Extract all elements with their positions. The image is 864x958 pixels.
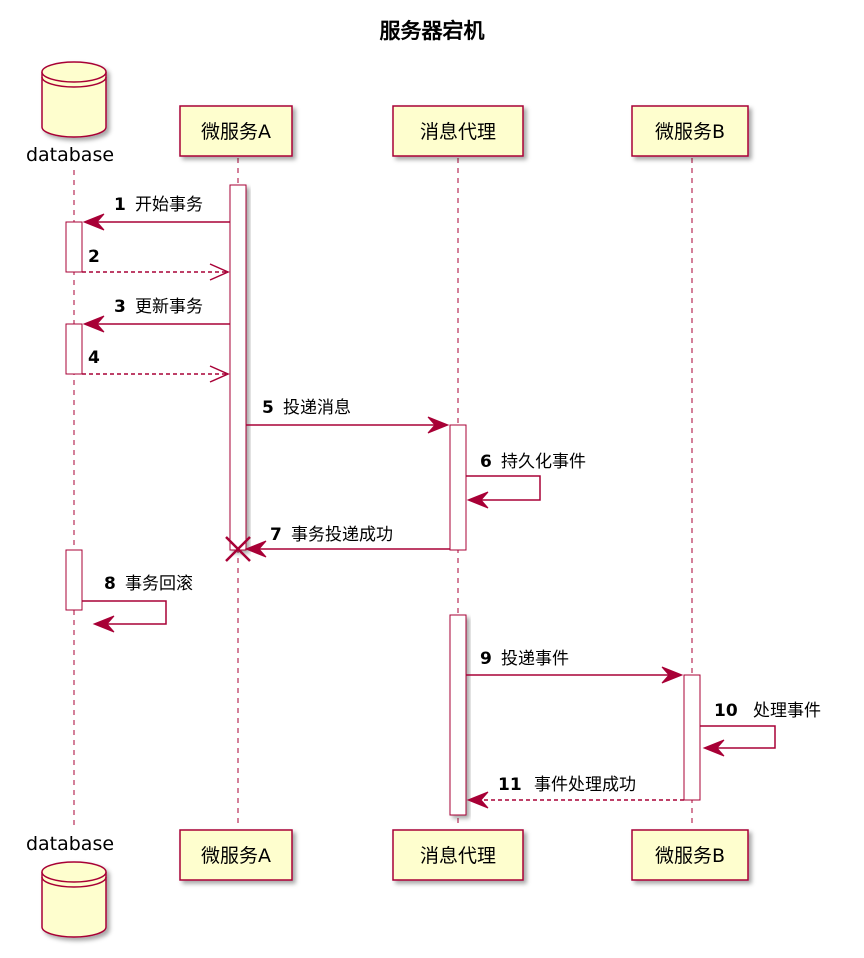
participant-service-a-top: 微服务A (179, 105, 293, 157)
arrow-head (427, 416, 450, 434)
participant-box (631, 105, 749, 157)
participant-service-a-bottom: 微服务A (179, 829, 293, 881)
message-number: 2 (88, 247, 100, 267)
message-number: 6 (480, 452, 492, 472)
message-number: 1 (114, 195, 126, 215)
arrow-head (466, 491, 489, 509)
database-icon (41, 861, 107, 938)
diagram-title: 服务器宕机 (380, 19, 485, 43)
message-4: 4 (82, 348, 230, 383)
message-number: 3 (114, 297, 126, 317)
participant-label-service-a-top: 微服务A (201, 121, 271, 143)
participant-label-message-broker-top: 消息代理 (420, 121, 496, 143)
database-icon (41, 61, 107, 138)
participant-box (392, 105, 524, 157)
arrow-head (702, 739, 725, 757)
arrow-head (244, 540, 267, 558)
activation-message-broker-1 (449, 424, 467, 551)
message-label: 投递事件 (501, 649, 569, 669)
participant-label-database-top: database (26, 144, 114, 166)
message-label: 事件处理成功 (534, 775, 636, 795)
message-11: 11 事件处理成功 (466, 775, 684, 809)
participant-box (179, 829, 293, 881)
message-line (466, 475, 541, 501)
message-line (82, 600, 167, 625)
participant-box (392, 829, 524, 881)
message-8: 8 事务回滚 (82, 574, 193, 633)
arrow-head (92, 615, 115, 633)
participant-database-top: database (26, 61, 114, 166)
participant-label-service-b-bottom: 微服务B (655, 845, 725, 867)
message-1: 1 开始事务 (82, 195, 230, 231)
participant-label-service-b-top: 微服务B (655, 121, 725, 143)
message-number: 10 (714, 701, 738, 721)
activation-message-broker-2 (449, 614, 467, 816)
message-number: 5 (262, 398, 274, 418)
participant-service-b-top: 微服务B (631, 105, 749, 157)
participant-box (631, 829, 749, 881)
message-line (700, 725, 776, 749)
message-number: 4 (88, 348, 100, 368)
message-5: 5 投递消息 (246, 398, 450, 434)
message-label: 持久化事件 (501, 452, 586, 472)
arrow-head (661, 666, 684, 684)
message-9: 9 投递事件 (466, 649, 684, 684)
message-number: 7 (270, 525, 282, 545)
message-2: 2 (82, 247, 230, 281)
arrow-head (82, 213, 105, 231)
message-label: 更新事务 (135, 297, 203, 317)
arrow-head (466, 791, 489, 809)
activation-service-a (229, 184, 247, 551)
message-7: 7 事务投递成功 (225, 525, 450, 562)
activation-database-3 (65, 549, 83, 611)
participant-label-message-broker-bottom: 消息代理 (420, 845, 496, 867)
arrow-head (209, 263, 230, 281)
message-label: 处理事件 (753, 701, 821, 721)
message-10: 10 处理事件 (700, 701, 821, 757)
message-label: 事务投递成功 (291, 525, 393, 545)
activation-database-2 (65, 323, 83, 375)
participant-label-database-bottom: database (26, 833, 114, 855)
message-6: 6 持久化事件 (466, 452, 586, 509)
message-number: 11 (498, 775, 522, 795)
message-number: 8 (104, 574, 116, 594)
participant-message-broker-top: 消息代理 (392, 105, 524, 157)
destroy-mark (225, 536, 251, 562)
participant-message-broker-bottom: 消息代理 (392, 829, 524, 881)
message-label: 投递消息 (283, 398, 351, 418)
participant-box (179, 105, 293, 157)
participant-database-bottom: database (26, 833, 114, 938)
message-label: 事务回滚 (125, 574, 193, 594)
message-3: 3 更新事务 (82, 297, 230, 333)
activation-database-1 (65, 221, 83, 273)
participant-service-b-bottom: 微服务B (631, 829, 749, 881)
message-number: 9 (480, 649, 492, 669)
message-label: 开始事务 (135, 195, 203, 215)
arrow-head (82, 315, 105, 333)
participant-label-service-a-bottom: 微服务A (201, 845, 271, 867)
activation-service-b (683, 674, 701, 801)
arrow-head (209, 365, 230, 383)
